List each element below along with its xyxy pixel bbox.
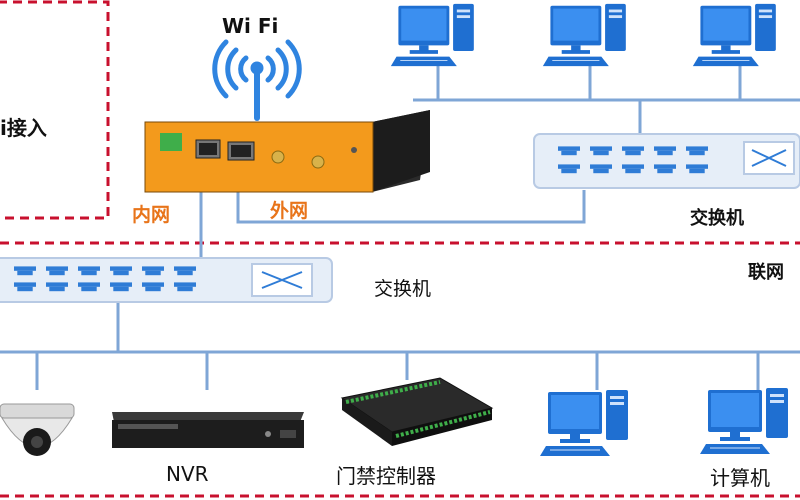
- computer-icon: [540, 389, 629, 457]
- outer-net-label: 外网: [270, 200, 309, 222]
- wifi-icon: [212, 39, 302, 121]
- inner-net-label: 内网: [132, 204, 171, 226]
- wan-cable: [236, 165, 586, 224]
- wifi-access-label: i接入: [0, 116, 47, 140]
- access-controller-label: 门禁控制器: [336, 464, 436, 488]
- computer-icon: [692, 3, 777, 67]
- computer-icon: [542, 3, 627, 67]
- wifi-label: Wi Fi: [222, 14, 279, 38]
- dome-camera-icon: [0, 403, 75, 456]
- wifi-access-region: [0, 0, 110, 220]
- upper-switch-label: 交换机: [690, 208, 744, 229]
- router-icon: [144, 110, 430, 193]
- lower-switch-label: 交换机: [374, 278, 432, 300]
- lower-switch-icon: [0, 257, 333, 303]
- computer-icon: [700, 387, 789, 455]
- upper-switch-icon: [533, 133, 800, 189]
- access-controller-icon: [340, 377, 494, 446]
- network-links: [0, 58, 800, 390]
- nvr-icon: [112, 412, 304, 448]
- computer-icon: [390, 3, 475, 67]
- internet-label: 联网: [748, 262, 784, 283]
- computer-label: 计算机: [710, 466, 770, 490]
- nvr-label: NVR: [166, 462, 209, 486]
